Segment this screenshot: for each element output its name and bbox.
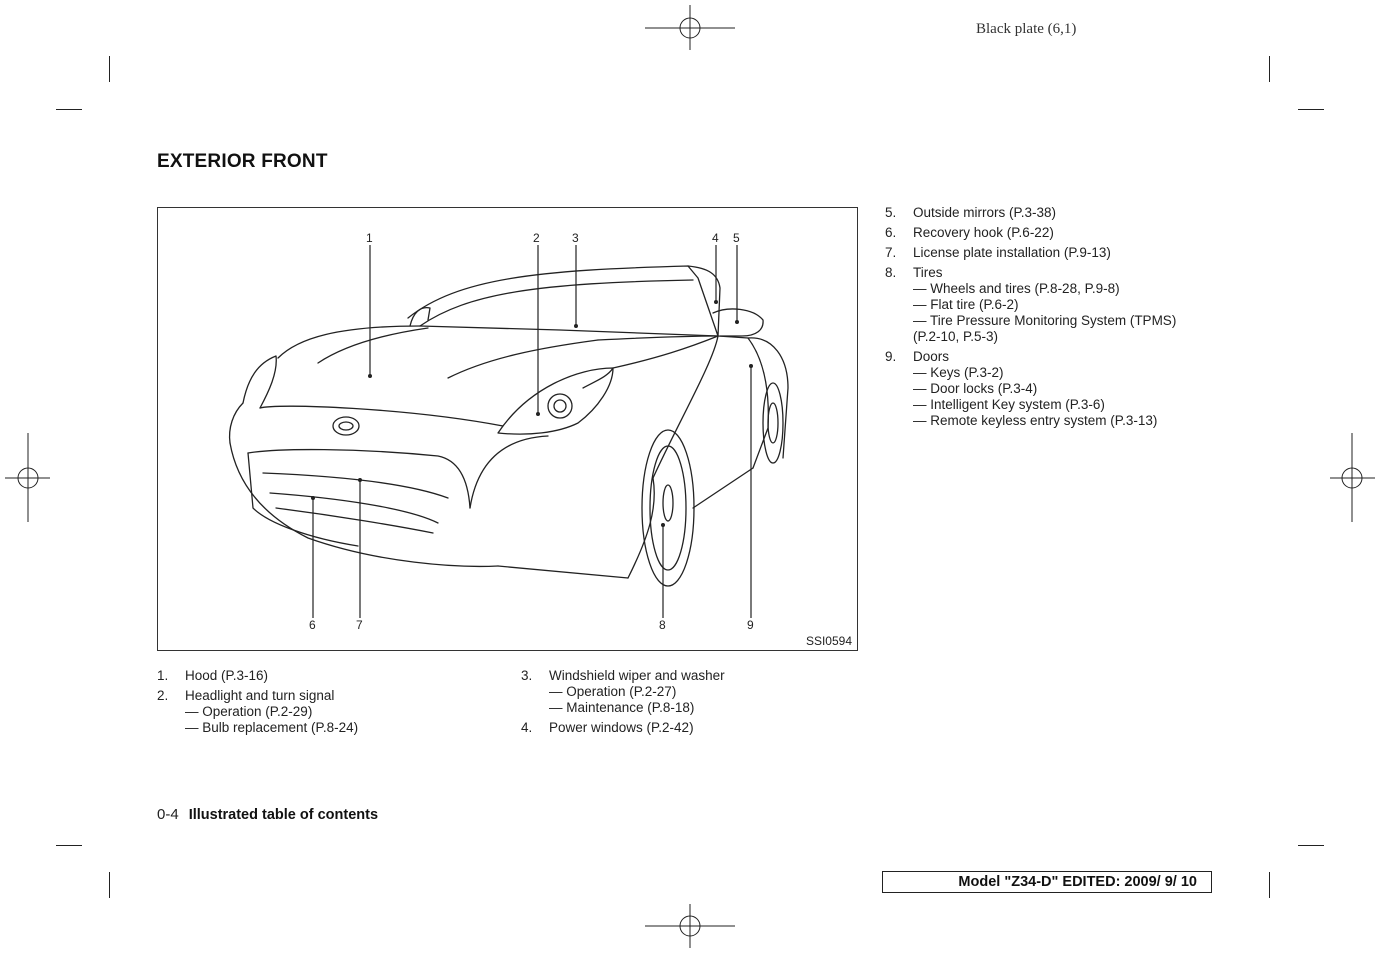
footer-section-title: Illustrated table of contents xyxy=(188,807,379,823)
list-item-subentry: — Operation (P.2-29) xyxy=(185,704,313,719)
legend-list-left-1: 1. Hood (P.3-16) 2. Headlight and turn sign… xyxy=(157,668,487,740)
list-item-number: 9. xyxy=(885,349,897,364)
list-item-subentry: — Remote keyless entry system (P.3-13) xyxy=(913,413,1158,428)
list-item-subentry: — Bulb replacement (P.8-24) xyxy=(185,720,359,735)
list-item-number: 8. xyxy=(885,265,897,280)
list-item-number: 6. xyxy=(885,225,897,240)
list-item: 3. Windshield wiper and washer— Operation… xyxy=(521,668,851,716)
page-footer: 0-4 Illustrated table of contents xyxy=(157,806,378,823)
list-item-number: 1. xyxy=(157,668,169,683)
list-item: 8. Tires— Wheels and tires (P.8-28, P.9-8… xyxy=(885,265,1215,345)
car-illustration-figure: 1 2 3 4 5 6 7 8 9 SSI0594 xyxy=(157,207,858,651)
callout-8: 8 xyxy=(659,618,666,632)
list-item-text: Doors xyxy=(913,349,950,364)
callout-9: 9 xyxy=(747,618,754,632)
list-item-number: 5. xyxy=(885,205,897,220)
callout-6: 6 xyxy=(309,618,316,632)
plate-label: Black plate (6,1) xyxy=(976,21,1077,37)
list-item-subentry: — Tire Pressure Monitoring System (TPMS) xyxy=(913,313,1177,328)
list-item-text: Recovery hook (P.6-22) xyxy=(913,225,1054,240)
list-item: 7. License plate installation (P.9-13) xyxy=(885,245,1215,261)
list-item-subentry: — Door locks (P.3-4) xyxy=(913,381,1038,396)
callout-1: 1 xyxy=(366,231,373,245)
callout-5: 5 xyxy=(733,231,740,245)
list-item-text: Headlight and turn signal xyxy=(185,688,335,703)
list-item: 6. Recovery hook (P.6-22) xyxy=(885,225,1215,241)
list-item: 9. Doors— Keys (P.3-2)— Door locks (P.3-4… xyxy=(885,349,1215,429)
list-item-number: 4. xyxy=(521,720,533,735)
list-item-text: Power windows (P.2-42) xyxy=(549,720,694,735)
figure-code: SSI0594 xyxy=(805,634,852,648)
list-item-subentry: — Intelligent Key system (P.3-6) xyxy=(913,397,1105,412)
list-item-number: 2. xyxy=(157,688,169,703)
list-item-number: 3. xyxy=(521,668,533,683)
list-item-text: Outside mirrors (P.3-38) xyxy=(913,205,1057,220)
list-item: 2. Headlight and turn signal— Operation (… xyxy=(157,688,487,736)
legend-list-left-2: 3. Windshield wiper and washer— Operation… xyxy=(521,668,851,740)
list-item: 5. Outside mirrors (P.3-38) xyxy=(885,205,1215,221)
list-item-text: License plate installation (P.9-13) xyxy=(913,245,1111,260)
list-item-subentry: — Maintenance (P.8-18) xyxy=(549,700,695,715)
callout-3: 3 xyxy=(572,231,579,245)
list-item-subentry: — Wheels and tires (P.8-28, P.9-8) xyxy=(913,281,1120,296)
car-line-drawing xyxy=(228,245,789,618)
section-title: EXTERIOR FRONT xyxy=(157,151,328,172)
callout-7: 7 xyxy=(356,618,363,632)
list-item: 1. Hood (P.3-16) xyxy=(157,668,487,684)
list-item-text: Windshield wiper and washer xyxy=(549,668,725,683)
callout-2: 2 xyxy=(533,231,540,245)
list-item-subentry: — Operation (P.2-27) xyxy=(549,684,677,699)
list-item-text: Tires xyxy=(913,265,943,280)
list-item-subentry: — Keys (P.3-2) xyxy=(913,365,1004,380)
list-item-text: Hood (P.3-16) xyxy=(185,668,269,683)
model-edited-box: Model "Z34-D" EDITED: 2009/ 9/ 10 xyxy=(882,871,1212,893)
legend-list-right: 5. Outside mirrors (P.3-38) 6. Recovery hoo… xyxy=(885,205,1215,433)
list-item-number: 7. xyxy=(885,245,897,260)
page-number: 0-4 xyxy=(157,806,179,823)
list-item-subentry: — Flat tire (P.6-2) xyxy=(913,297,1019,312)
callout-4: 4 xyxy=(712,231,719,245)
list-item-subentry: (P.2-10, P.5-3) xyxy=(913,329,999,344)
list-item: 4. Power windows (P.2-42) xyxy=(521,720,851,736)
